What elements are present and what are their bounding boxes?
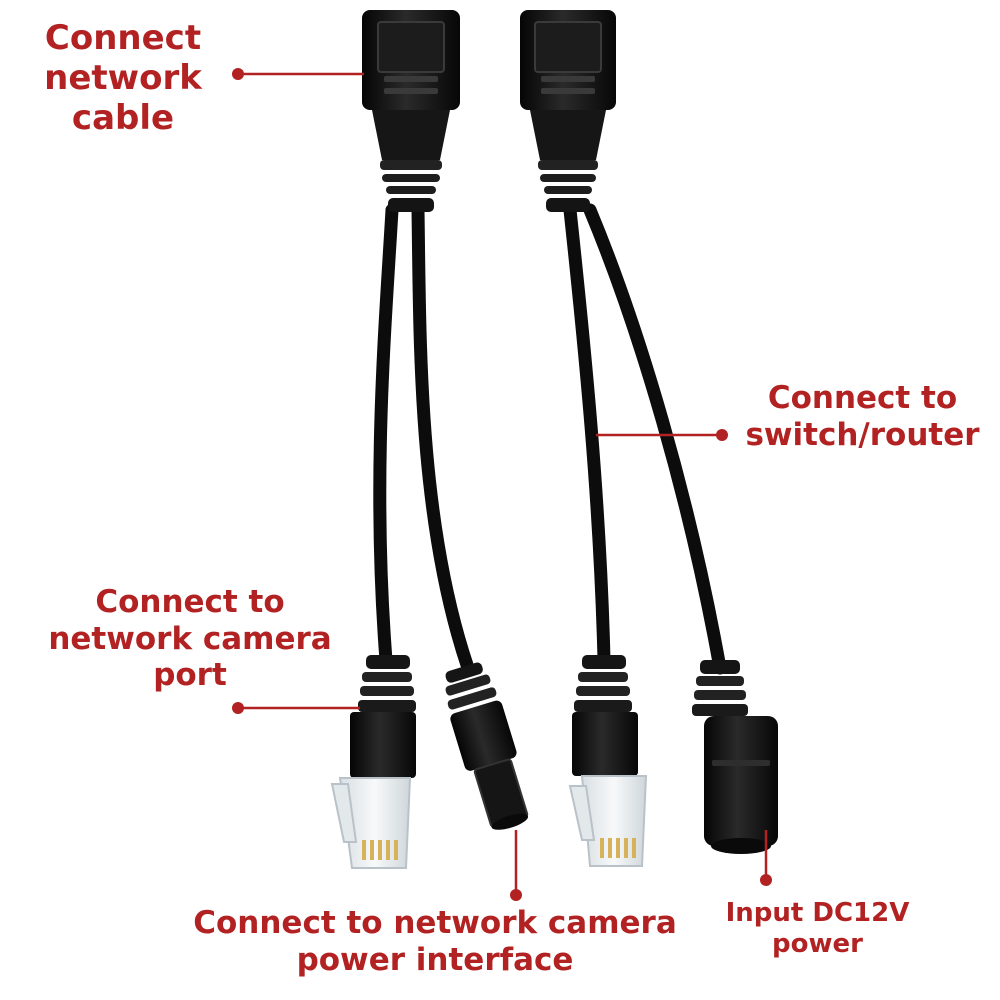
label-line: Connect to bbox=[767, 380, 958, 416]
rj45-female-jack-icon bbox=[520, 10, 616, 212]
rj45-male-plug-icon bbox=[330, 655, 416, 869]
label-line: Input DC12V bbox=[725, 898, 910, 928]
label-line: Connect bbox=[44, 18, 202, 58]
label-line: network bbox=[44, 58, 202, 99]
callout-dc12v bbox=[760, 830, 772, 886]
callout-network-cable bbox=[232, 68, 364, 80]
left-splitter-cable bbox=[330, 10, 529, 869]
right-lan-cable bbox=[563, 203, 611, 667]
callout-switch-router bbox=[596, 429, 728, 441]
left-lan-cable bbox=[373, 203, 399, 667]
label-input-dc12v-power: Input DC12V power bbox=[695, 898, 940, 959]
right-splitter-cable bbox=[520, 10, 778, 867]
label-connect-camera-power: Connect to network camera power interfac… bbox=[190, 905, 680, 978]
right-power-cable bbox=[583, 203, 727, 675]
label-line: power bbox=[772, 928, 863, 959]
callout-camera-power bbox=[510, 830, 522, 901]
label-line: network camera bbox=[48, 620, 332, 657]
label-line: power interface bbox=[296, 941, 574, 978]
dc-female-socket-icon bbox=[692, 660, 778, 854]
rj45-female-jack-icon bbox=[362, 10, 460, 212]
label-line: cable bbox=[71, 98, 175, 139]
rj45-male-plug-icon bbox=[568, 655, 648, 867]
callout-camera-port bbox=[232, 702, 360, 714]
label-line: switch/router bbox=[745, 416, 980, 453]
label-connect-network-cable: Connect network cable bbox=[28, 18, 218, 138]
label-line: Connect to network camera bbox=[193, 905, 677, 941]
label-connect-switch-router: Connect to switch/router bbox=[725, 380, 1000, 453]
label-line: Connect to bbox=[95, 584, 285, 620]
label-connect-camera-port: Connect to network camera port bbox=[30, 584, 350, 694]
label-line: port bbox=[153, 657, 227, 694]
dc-male-barrel-icon bbox=[445, 662, 529, 830]
left-power-cable bbox=[411, 203, 475, 675]
